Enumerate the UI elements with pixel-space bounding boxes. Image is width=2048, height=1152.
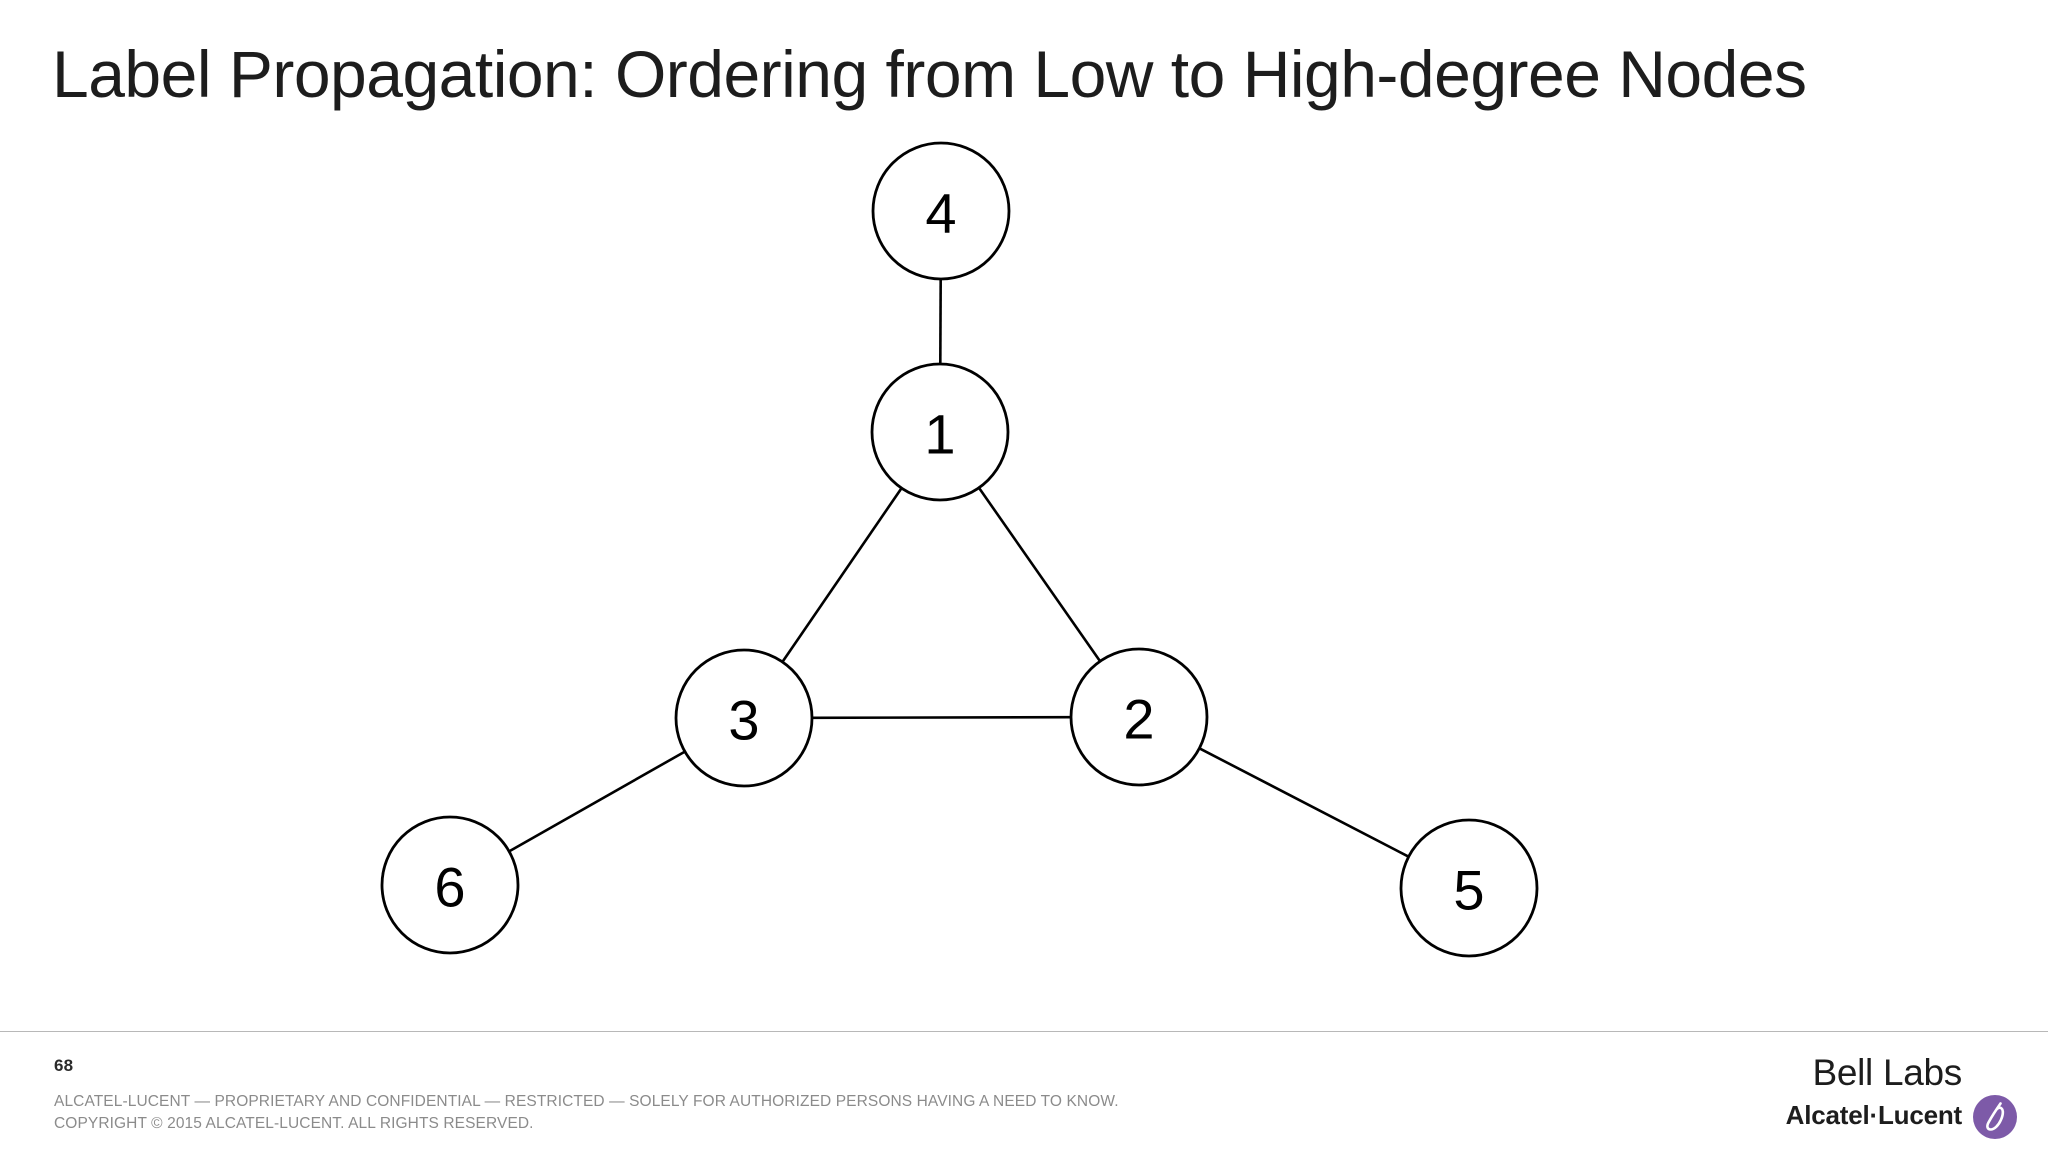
graph-edge-3-6 — [508, 750, 686, 853]
graph-node-label-6: 6 — [434, 856, 465, 919]
graph-node-label-3: 3 — [728, 689, 759, 752]
graph-node-5[interactable]: 5 — [1399, 818, 1539, 958]
graph-edge-1-2 — [977, 487, 1102, 662]
page-title: Label Propagation: Ordering from Low to … — [52, 37, 1807, 111]
graph-node-circle-1 — [870, 362, 1010, 502]
graph-node-2[interactable]: 2 — [1069, 647, 1209, 787]
logo-primary-text: Bell Labs — [1812, 1052, 1962, 1093]
page-number: 68 — [54, 1056, 74, 1075]
graph-edge-3-2 — [811, 715, 1072, 720]
graph-svg: 4 1 3 2 6 5 — [380, 141, 1539, 958]
graph-node-1[interactable]: 1 — [870, 362, 1010, 502]
graph-node-4[interactable]: 4 — [871, 141, 1011, 281]
graph-edge-1-3 — [781, 487, 903, 663]
graph-nodes: 4 1 3 2 6 5 — [380, 141, 1539, 958]
graph-node-circle-3 — [674, 648, 814, 788]
graph-diagram: 4 1 3 2 6 5 — [380, 141, 1539, 958]
graph-edge-2-5 — [1198, 747, 1410, 858]
graph-node-label-1: 1 — [924, 403, 955, 466]
graph-node-circle-4 — [871, 141, 1011, 281]
logo-secondary-text: Alcatel·Lucent — [1785, 1100, 1963, 1130]
graph-node-label-2: 2 — [1123, 688, 1154, 751]
legal-notice-line-1: ALCATEL-LUCENT — PROPRIETARY AND CONFIDE… — [54, 1093, 1119, 1110]
graph-node-circle-5 — [1399, 818, 1539, 958]
graph-edges — [508, 278, 1410, 858]
graph-node-3[interactable]: 3 — [674, 648, 814, 788]
footer-divider — [0, 1031, 2048, 1032]
graph-node-circle-6 — [380, 815, 520, 955]
alcatel-lucent-a-mark-icon — [1972, 1094, 2018, 1140]
brand-logo: Bell Labs Alcatel·Lucent — [1750, 1052, 2020, 1144]
legal-notice-line-2: COPYRIGHT © 2015 ALCATEL-LUCENT. ALL RIG… — [54, 1115, 534, 1133]
graph-node-6[interactable]: 6 — [380, 815, 520, 955]
graph-node-label-5: 5 — [1453, 859, 1484, 922]
graph-node-label-4: 4 — [925, 182, 956, 245]
legal-notice: ALCATEL-LUCENT — PROPRIETARY AND CONFIDE… — [54, 1091, 1119, 1136]
graph-node-circle-2 — [1069, 647, 1209, 787]
